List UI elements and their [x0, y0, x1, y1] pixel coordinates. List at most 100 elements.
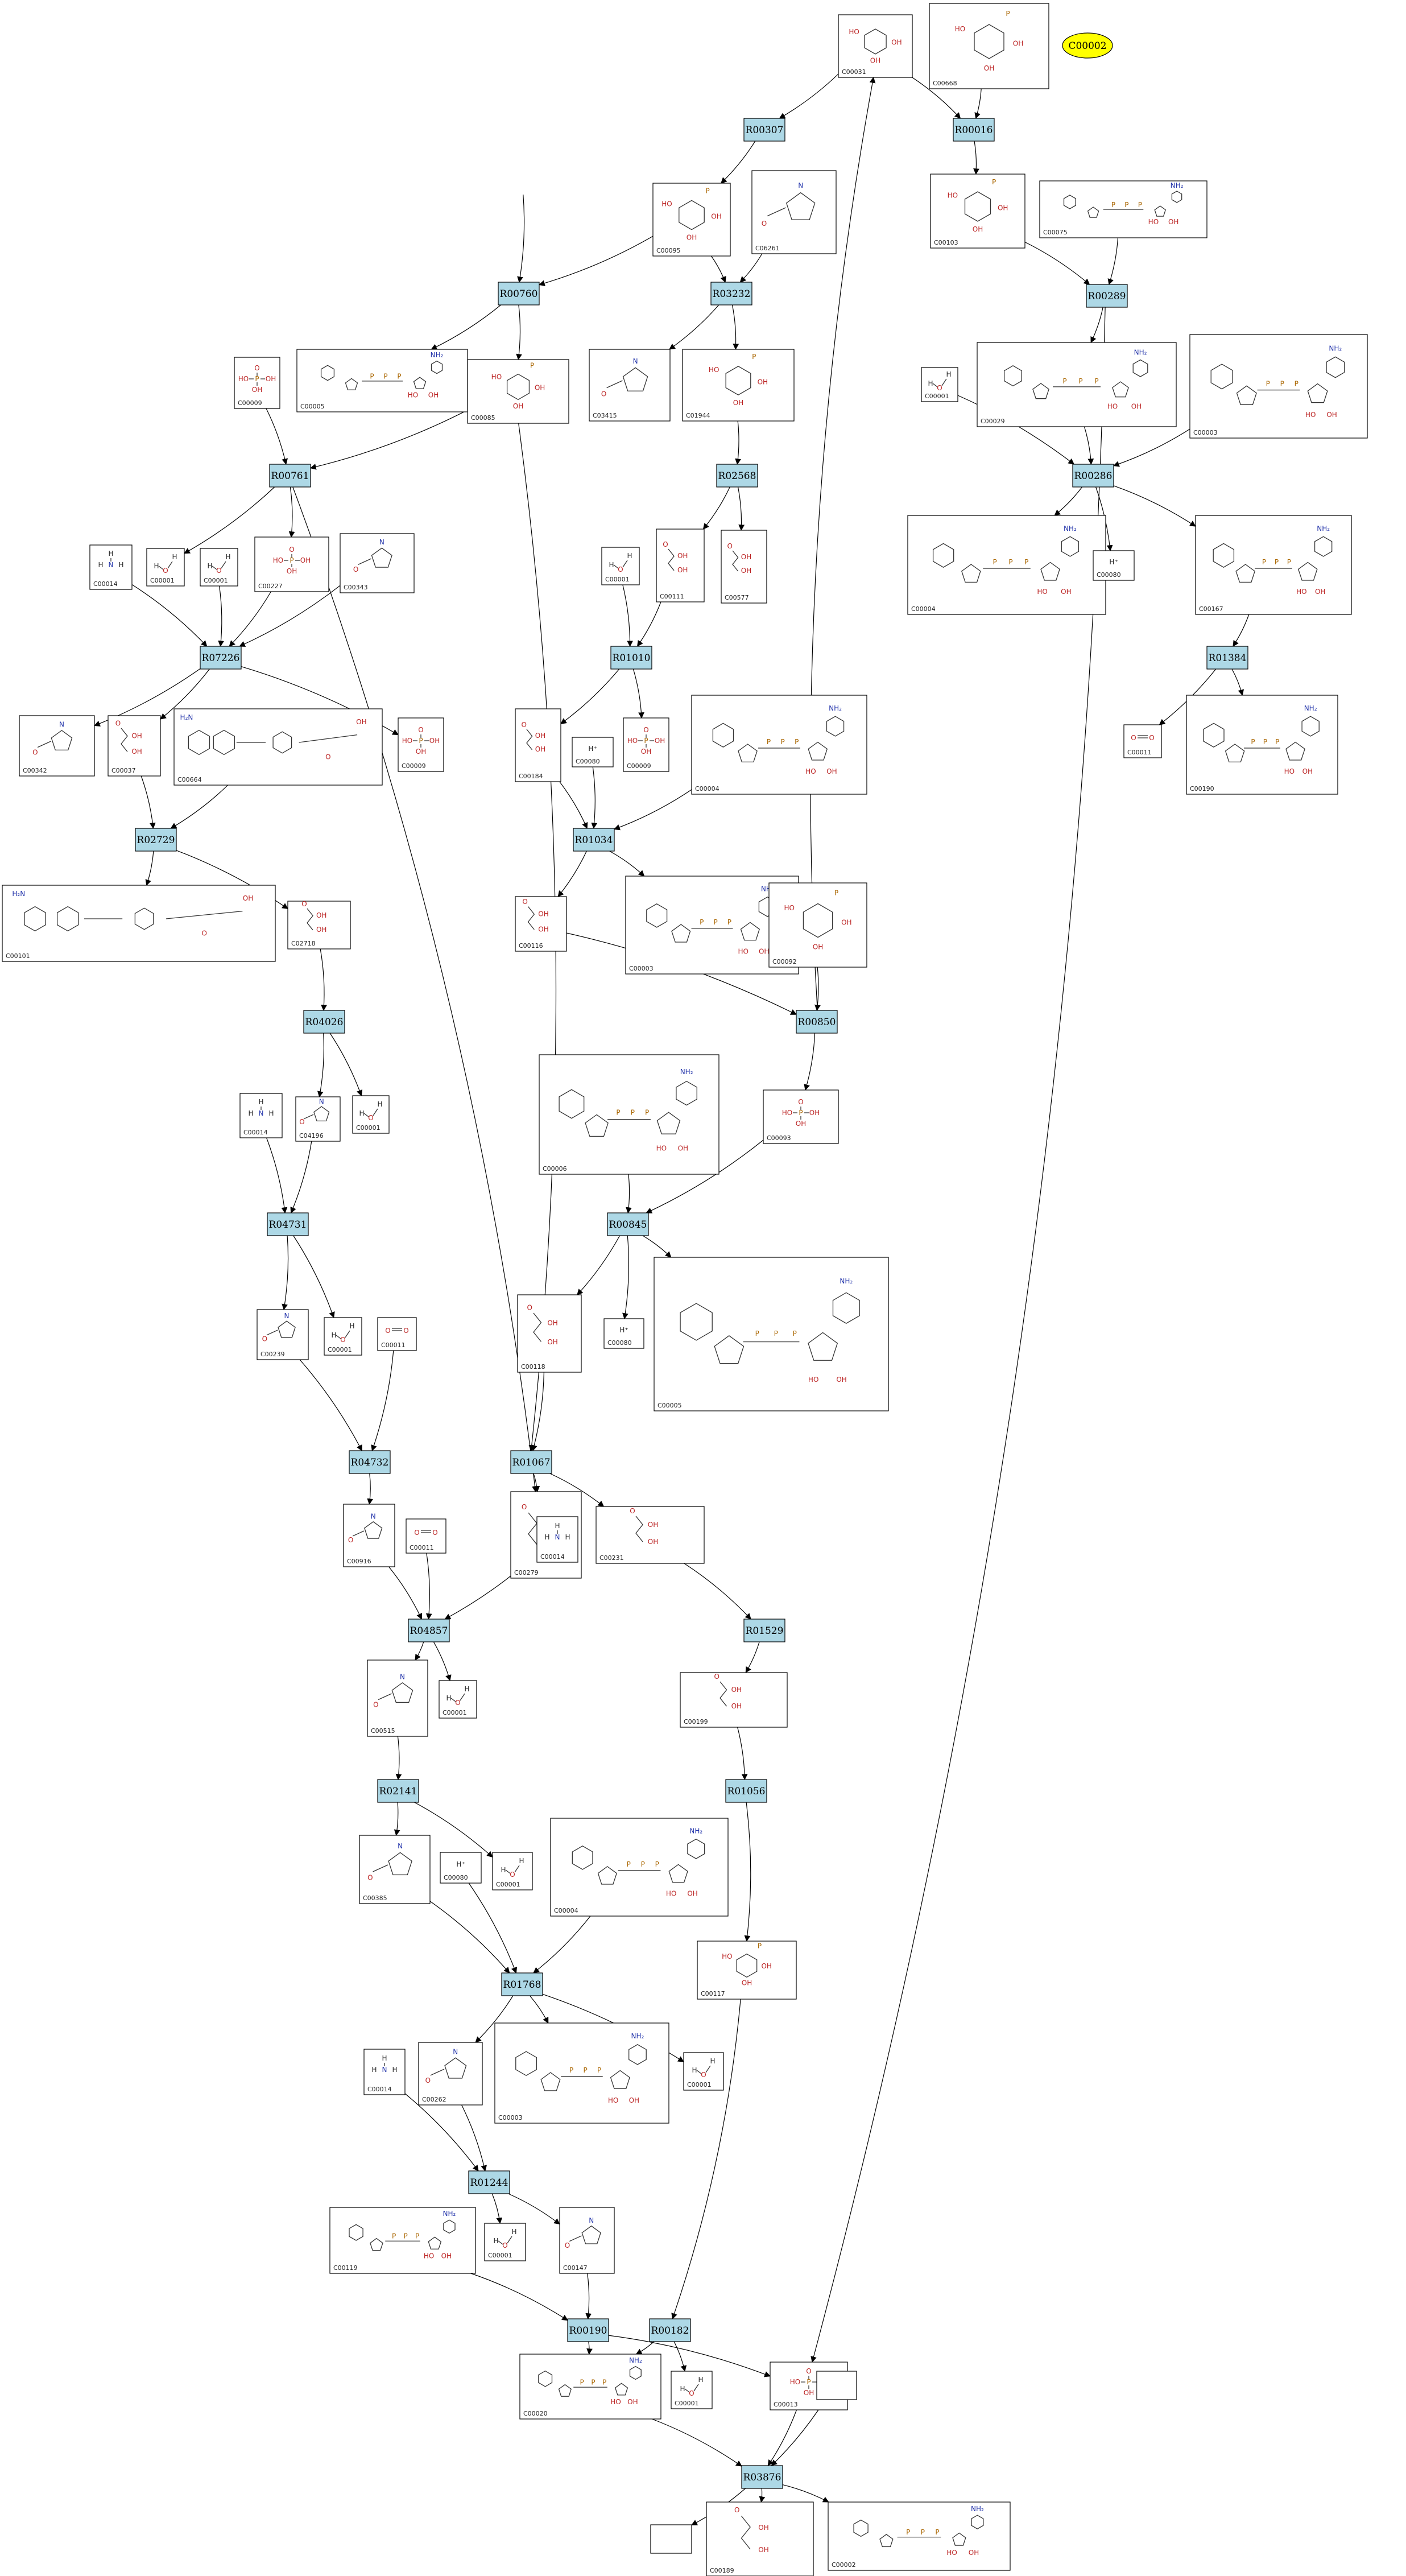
- reaction-r00182[interactable]: R00182: [649, 2318, 691, 2342]
- compound-cblank2[interactable]: [650, 2524, 692, 2554]
- reaction-r01056[interactable]: R01056: [725, 1779, 767, 1803]
- reaction-r02568[interactable]: R02568: [716, 464, 758, 488]
- reaction-r03232[interactable]: R03232: [710, 282, 752, 306]
- reaction-r00307[interactable]: R00307: [743, 118, 785, 142]
- reaction-r04857[interactable]: R04857: [408, 1619, 450, 1642]
- reaction-r01384[interactable]: R01384: [1206, 646, 1248, 670]
- reaction-r01768[interactable]: R01768: [501, 1972, 543, 1996]
- reaction-r00286[interactable]: R00286: [1072, 464, 1114, 488]
- reaction-r00289[interactable]: R00289: [1086, 284, 1128, 308]
- compound-c00080a[interactable]: H⁺C00080: [1093, 550, 1135, 581]
- reaction-r01244[interactable]: R01244: [468, 2170, 510, 2194]
- compound-c00080c[interactable]: H⁺C00080: [603, 1318, 644, 1349]
- reaction-r04026[interactable]: R04026: [303, 1010, 345, 1034]
- reaction-r00190[interactable]: R00190: [567, 2318, 609, 2342]
- compound-c00080d[interactable]: H⁺C00080: [440, 1852, 482, 1884]
- reaction-r01034[interactable]: R01034: [573, 828, 615, 852]
- reaction-r02141[interactable]: R02141: [377, 1779, 419, 1803]
- reaction-r00016[interactable]: R00016: [953, 118, 995, 142]
- reaction-r03876[interactable]: R03876: [741, 2465, 783, 2489]
- compound-cblank1[interactable]: [816, 2371, 857, 2400]
- reaction-r04731[interactable]: R04731: [267, 1212, 309, 1236]
- reaction-r00850[interactable]: R00850: [796, 1010, 838, 1034]
- reaction-r01067[interactable]: R01067: [510, 1450, 552, 1474]
- reaction-r01529[interactable]: R01529: [743, 1619, 785, 1642]
- reaction-r07226[interactable]: R07226: [200, 646, 242, 670]
- reaction-r00760[interactable]: R00760: [498, 282, 540, 306]
- compound-c00080b[interactable]: H⁺C00080: [572, 737, 614, 767]
- reaction-r00761[interactable]: R00761: [269, 464, 311, 488]
- reaction-r04732[interactable]: R04732: [349, 1450, 391, 1474]
- reaction-r01010[interactable]: R01010: [610, 646, 652, 670]
- reaction-r02729[interactable]: R02729: [135, 828, 177, 852]
